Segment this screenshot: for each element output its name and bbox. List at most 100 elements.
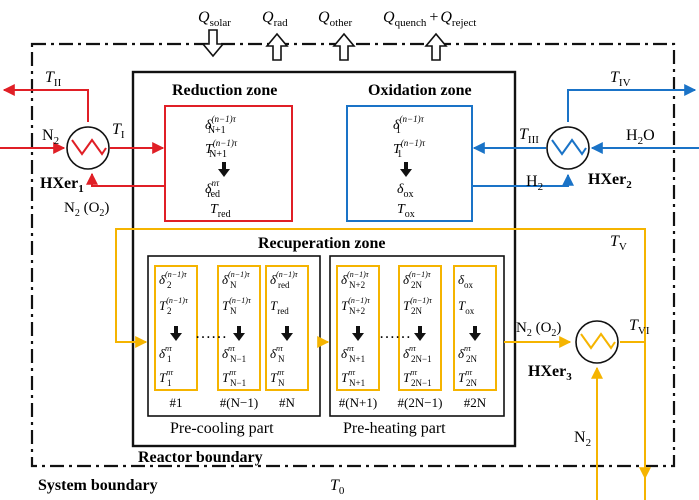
cell-number-label: #(2N−1) xyxy=(398,395,443,410)
rad-arrow-icon xyxy=(265,32,289,61)
cell-number-label: #N xyxy=(279,395,296,410)
t1-label: TI xyxy=(112,121,125,141)
q-quench-reject-label: Qquench+Qreject xyxy=(383,9,476,29)
pre-cooling-label: Pre-cooling part xyxy=(170,420,274,437)
ox-temp-ox: Tox xyxy=(397,202,415,220)
pre-heating-ellipsis: …… xyxy=(379,325,411,342)
other-arrow-icon xyxy=(332,32,356,61)
orange-streams xyxy=(115,228,651,500)
oxidation-box xyxy=(346,105,473,222)
pre-heating-box xyxy=(329,255,505,417)
hx3-label: HXer3 xyxy=(528,363,572,383)
t4-label: TIV xyxy=(610,69,631,89)
t0-label: T0 xyxy=(330,477,345,497)
t2-out-line xyxy=(2,84,89,122)
recuperation-zone-title: Recuperation zone xyxy=(258,235,386,252)
ox-delta-ox: δox xyxy=(397,182,414,200)
reduction-zone-title: Reduction zone xyxy=(172,82,277,99)
t3-label: TIII xyxy=(519,126,539,146)
cell-number-label: #(N−1) xyxy=(220,395,258,410)
cell-box xyxy=(398,265,442,391)
cell-down-arrow-icon xyxy=(170,326,182,341)
t4-out-line xyxy=(567,84,697,122)
hx2-icon xyxy=(546,126,590,170)
heat-flow-arrows xyxy=(201,29,448,61)
t5-label: TV xyxy=(610,233,627,253)
cell-box xyxy=(154,265,198,391)
hx1-label: HXer1 xyxy=(40,175,84,195)
t6-label: TVI xyxy=(629,317,650,337)
blue-streams xyxy=(472,84,699,187)
cell-box xyxy=(217,265,261,391)
hx2-label: HXer2 xyxy=(588,171,632,191)
system-boundary-line xyxy=(30,42,676,468)
cell-number-label: #(N+1) xyxy=(339,395,377,410)
n2o2-hx3-label: N2 (O2) xyxy=(516,320,561,339)
h2o-label: H2O xyxy=(626,127,655,147)
n2-in-label: N2 xyxy=(42,127,59,147)
quench-arrow-icon xyxy=(424,32,448,61)
q-rad-label: Qrad xyxy=(262,9,288,29)
q-other-label: Qother xyxy=(318,9,353,29)
cell-down-arrow-icon xyxy=(233,326,245,341)
cell-number-label: #2N xyxy=(464,395,487,410)
pre-cooling-ellipsis: …… xyxy=(195,325,227,342)
cell-temp-prev: Tox xyxy=(458,298,475,316)
cell-box xyxy=(336,265,380,391)
n2o2-out-label: N2 (O2) xyxy=(64,200,109,219)
hx3-icon xyxy=(575,320,619,364)
solar-arrow-icon xyxy=(201,29,225,58)
oxidation-zone-title: Oxidation zone xyxy=(368,82,472,99)
oxidation-to-hx2-line xyxy=(473,173,574,187)
red-temp-red: Tred xyxy=(210,202,231,220)
cell-temp-prev: Tred xyxy=(270,298,289,316)
orange-return-line xyxy=(115,228,646,500)
cell-down-arrow-icon xyxy=(281,326,293,341)
h2-label: H2 xyxy=(526,173,543,193)
reactor-boundary-label: Reactor boundary xyxy=(138,449,263,466)
red-down-arrow-icon xyxy=(218,162,230,177)
reactor-boundary-box xyxy=(131,70,517,448)
cell-down-arrow-icon xyxy=(414,326,426,341)
cell-box xyxy=(265,265,309,391)
cell-number-label: #1 xyxy=(170,395,183,410)
cell-down-arrow-icon xyxy=(469,326,481,341)
system-boundary-label: System boundary xyxy=(38,477,158,494)
pre-heating-label: Pre-heating part xyxy=(343,420,446,437)
reduction-to-hx1-line xyxy=(86,172,164,187)
cell-down-arrow-icon xyxy=(352,326,364,341)
red-streams xyxy=(0,84,165,187)
reduction-box xyxy=(164,105,293,222)
